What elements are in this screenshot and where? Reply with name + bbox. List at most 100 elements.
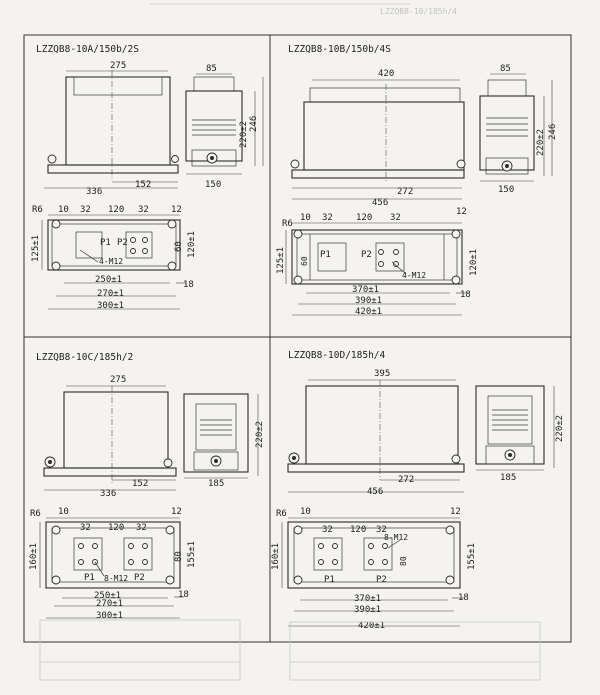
svg-text:R6: R6: [32, 205, 43, 215]
panel-a-side-view: 85 220±2 246 150: [185, 64, 264, 190]
svg-text:420: 420: [378, 69, 394, 79]
svg-text:32: 32: [138, 205, 149, 215]
panel-b-front-view: 420 272 456: [290, 69, 466, 208]
panel-b-side-view: 85 220±2 246 150: [479, 64, 558, 195]
svg-text:32: 32: [376, 525, 387, 535]
svg-text:32: 32: [322, 525, 333, 535]
svg-text:120: 120: [356, 213, 372, 223]
svg-text:18: 18: [460, 290, 471, 300]
svg-text:125±1: 125±1: [276, 247, 286, 274]
svg-text:18: 18: [178, 590, 189, 600]
svg-text:150: 150: [205, 180, 221, 190]
panel-a-front-view: 275 336 152: [44, 61, 179, 197]
svg-text:456: 456: [372, 198, 388, 208]
svg-text:250±1: 250±1: [95, 275, 122, 285]
svg-text:P2: P2: [361, 250, 372, 260]
svg-text:150: 150: [498, 185, 514, 195]
svg-text:12: 12: [171, 507, 182, 517]
svg-text:185: 185: [208, 479, 224, 489]
svg-text:246: 246: [249, 116, 259, 132]
svg-text:185: 185: [500, 473, 516, 483]
svg-text:152: 152: [135, 180, 151, 190]
panel-frame-d: [269, 336, 572, 643]
svg-text:420±1: 420±1: [358, 621, 385, 631]
svg-text:10: 10: [300, 507, 311, 517]
svg-text:4-M12: 4-M12: [402, 271, 426, 280]
svg-text:P2: P2: [117, 238, 128, 248]
svg-text:160±1: 160±1: [271, 543, 281, 570]
panel-d-side-view: 220±2 185: [475, 385, 565, 483]
svg-text:P1: P1: [320, 250, 331, 260]
svg-text:120±1: 120±1: [187, 231, 197, 258]
svg-text:P2: P2: [134, 573, 145, 583]
svg-text:32: 32: [80, 205, 91, 215]
svg-text:160±1: 160±1: [29, 543, 39, 570]
svg-text:300±1: 300±1: [96, 611, 123, 621]
svg-text:272: 272: [398, 475, 414, 485]
svg-text:456: 456: [367, 487, 383, 497]
svg-text:155±1: 155±1: [467, 543, 477, 570]
panel-a-title: LZZQB8-10A/150b/2S: [36, 44, 139, 55]
svg-text:390±1: 390±1: [355, 296, 382, 306]
svg-text:220±2: 220±2: [555, 415, 565, 442]
svg-text:R6: R6: [30, 509, 41, 519]
svg-text:155±1: 155±1: [187, 541, 197, 568]
panel-c: LZZQB8-10C/185h/2 275 152 336: [29, 352, 265, 621]
svg-text:125±1: 125±1: [31, 235, 41, 262]
svg-text:220±2: 220±2: [255, 421, 265, 448]
svg-text:336: 336: [100, 489, 116, 499]
svg-text:120: 120: [108, 205, 124, 215]
svg-text:10: 10: [58, 507, 69, 517]
svg-text:270±1: 270±1: [96, 599, 123, 609]
panel-a-plan-view: R6 10 32 120 32 12 P1 P2 4-M12 125±1 60 …: [31, 205, 197, 311]
panel-d-title: LZZQB8-10D/185h/4: [288, 350, 386, 361]
panel-b-title: LZZQB8-10B/150b/4S: [288, 44, 391, 55]
svg-text:8-M12: 8-M12: [384, 533, 408, 542]
svg-text:R6: R6: [282, 219, 293, 229]
svg-text:80: 80: [399, 556, 408, 566]
svg-text:10: 10: [300, 213, 311, 223]
panel-c-front-view: 275 152 336: [43, 375, 177, 499]
svg-text:270±1: 270±1: [97, 289, 124, 299]
panel-b-plan-view: R6 10 32 120 32 12 P1 P2 60 4-M12 125±1 …: [276, 207, 479, 317]
svg-text:P1: P1: [324, 575, 335, 585]
panel-a: LZZQB8-10A/150b/2S 275 336 152 85: [31, 44, 264, 311]
panel-d-plan-view: R6 10 32 120 32 12 P1 P2 8-M12 80 160±1 …: [271, 507, 477, 631]
svg-text:370±1: 370±1: [352, 285, 379, 295]
svg-text:60: 60: [300, 256, 309, 266]
panel-c-side-view: 220±2 185: [183, 393, 265, 489]
svg-text:32: 32: [322, 213, 333, 223]
svg-text:220±2: 220±2: [239, 121, 249, 148]
svg-text:85: 85: [500, 64, 511, 74]
svg-text:390±1: 390±1: [354, 605, 381, 615]
ghost-header: LZZQB8-10/185h/4: [380, 7, 457, 16]
svg-text:275: 275: [110, 375, 126, 385]
svg-text:80: 80: [174, 551, 184, 562]
svg-text:152: 152: [132, 479, 148, 489]
svg-text:120: 120: [350, 525, 366, 535]
panel-c-plan-view: R6 10 32 120 32 12 P1 P2 8-M12 160±1 80 …: [29, 507, 197, 621]
svg-text:4-M12: 4-M12: [99, 257, 123, 266]
panel-frame-c: [23, 336, 271, 643]
svg-text:18: 18: [183, 280, 194, 290]
svg-text:250±1: 250±1: [94, 591, 121, 601]
svg-text:12: 12: [456, 207, 467, 217]
svg-text:R6: R6: [276, 509, 287, 519]
svg-text:395: 395: [374, 369, 390, 379]
panel-d: LZZQB8-10D/185h/4 395 272 456: [271, 350, 565, 631]
svg-text:P2: P2: [376, 575, 387, 585]
svg-text:246: 246: [548, 124, 558, 140]
svg-text:18: 18: [458, 593, 469, 603]
svg-text:8-M12: 8-M12: [104, 574, 128, 583]
panel-c-title: LZZQB8-10C/185h/2: [36, 352, 133, 363]
svg-text:220±2: 220±2: [536, 129, 546, 156]
svg-text:272: 272: [397, 187, 413, 197]
svg-text:300±1: 300±1: [97, 301, 124, 311]
svg-text:12: 12: [450, 507, 461, 517]
svg-text:420±1: 420±1: [355, 307, 382, 317]
panel-d-front-view: 395 272 456: [287, 369, 465, 497]
svg-text:370±1: 370±1: [354, 594, 381, 604]
svg-text:85: 85: [206, 64, 217, 74]
svg-text:275: 275: [110, 61, 126, 71]
